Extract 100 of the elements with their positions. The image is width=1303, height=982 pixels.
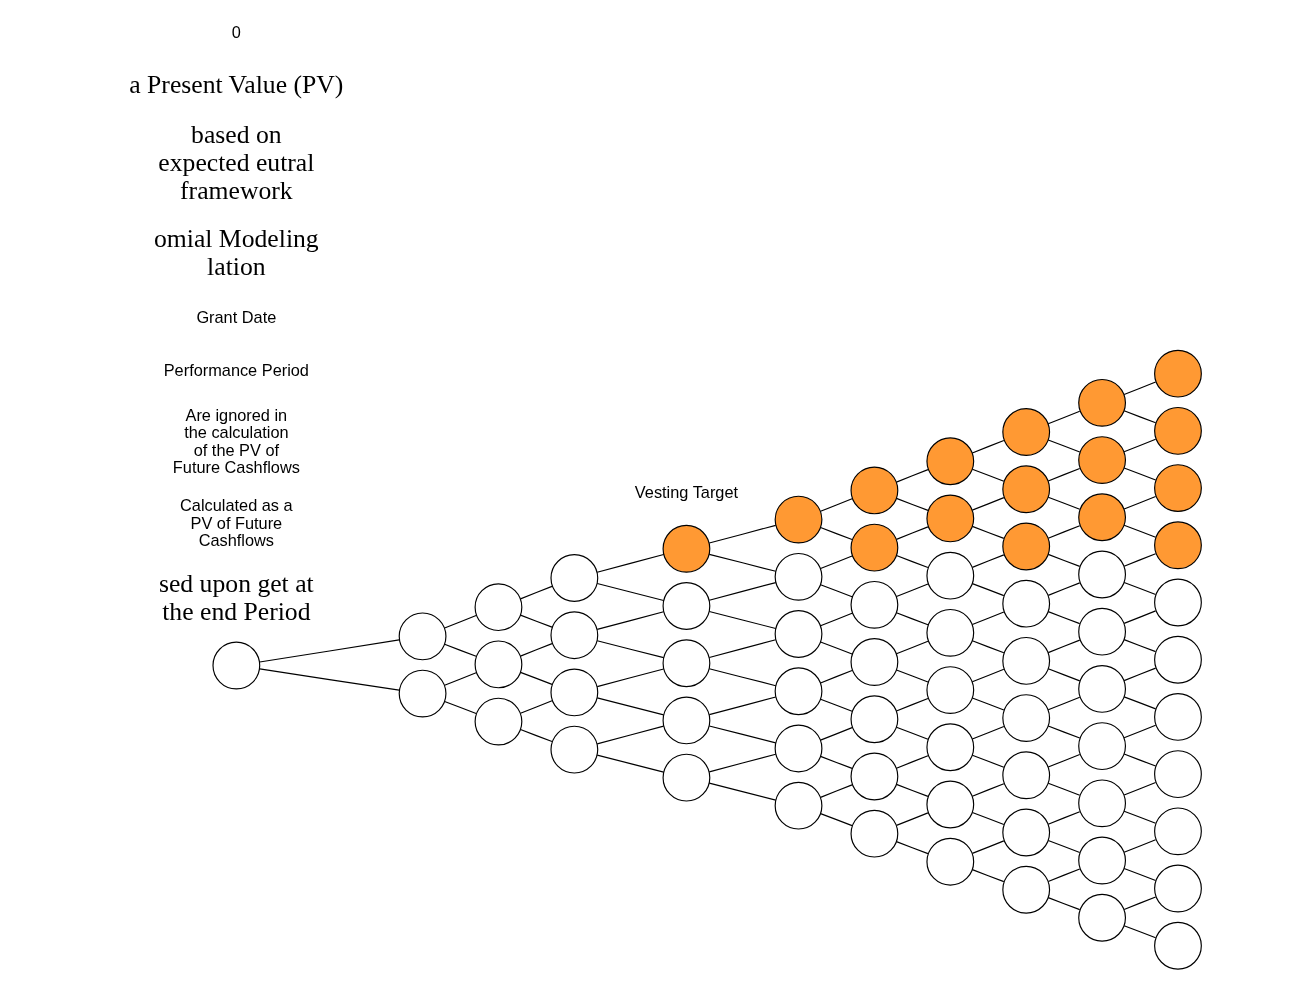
connector xyxy=(1047,868,1080,882)
node-circle xyxy=(850,695,898,744)
node-circle xyxy=(1001,408,1050,456)
label: Performance Period xyxy=(163,360,309,379)
connector xyxy=(519,614,553,628)
node-circle xyxy=(1001,465,1050,514)
connector xyxy=(971,439,1004,454)
connector xyxy=(596,697,664,716)
connector xyxy=(895,697,929,712)
connector xyxy=(1123,839,1156,853)
node-circle xyxy=(1153,693,1202,741)
connector xyxy=(708,782,776,801)
connector xyxy=(1123,753,1156,767)
connector xyxy=(1047,639,1080,654)
connector xyxy=(1123,581,1156,595)
connector xyxy=(1123,781,1156,796)
connector xyxy=(819,584,853,598)
connector xyxy=(1047,782,1080,796)
node-circle xyxy=(850,580,898,629)
connector xyxy=(519,671,553,685)
connector xyxy=(819,698,853,712)
node-circle xyxy=(774,667,822,716)
connector xyxy=(971,468,1004,482)
connector xyxy=(258,668,400,691)
label: Vesting Target xyxy=(634,483,738,502)
connector xyxy=(971,754,1004,768)
connector xyxy=(596,553,664,573)
connector xyxy=(708,639,776,659)
connector xyxy=(819,555,853,570)
node-circle xyxy=(774,724,822,773)
node-circle xyxy=(1077,722,1126,771)
node-circle xyxy=(1077,550,1126,599)
connector xyxy=(895,783,929,797)
node-circle xyxy=(1153,864,1202,913)
connector xyxy=(1123,925,1156,939)
connector xyxy=(596,668,664,688)
connector xyxy=(443,700,477,715)
connector xyxy=(819,813,853,827)
node-circle xyxy=(925,723,974,772)
connector xyxy=(895,469,929,483)
connector xyxy=(708,582,776,601)
connector xyxy=(596,640,664,659)
connector xyxy=(1123,696,1156,710)
connector xyxy=(708,696,776,716)
node-circle xyxy=(774,495,822,544)
connector xyxy=(819,526,853,541)
connector xyxy=(708,524,776,544)
node-circle xyxy=(474,697,522,746)
connector xyxy=(971,840,1004,854)
connector xyxy=(1123,639,1156,653)
node-circle xyxy=(1077,836,1126,885)
connector xyxy=(895,726,929,740)
connector xyxy=(1123,810,1156,824)
connector xyxy=(895,669,929,683)
connector xyxy=(819,755,853,769)
node-circle xyxy=(662,582,710,630)
node-circle xyxy=(925,780,974,829)
connector xyxy=(971,611,1004,626)
connector xyxy=(596,725,664,745)
node-circle xyxy=(1153,521,1202,570)
node-circle xyxy=(662,524,710,573)
node-circle xyxy=(474,640,522,689)
node-circle xyxy=(398,612,446,661)
connector xyxy=(971,811,1004,826)
connector xyxy=(895,640,929,655)
node-circle xyxy=(1001,865,1050,914)
connector xyxy=(596,754,664,773)
connector xyxy=(971,869,1004,883)
connector xyxy=(819,498,853,512)
node-circle xyxy=(1153,635,1202,684)
node-circle xyxy=(774,781,822,830)
node-circle xyxy=(1153,464,1202,512)
node-circle xyxy=(1077,493,1126,542)
node-circle xyxy=(1077,893,1126,942)
connector xyxy=(1047,753,1080,768)
connector xyxy=(971,668,1004,683)
node-circle xyxy=(925,837,974,886)
node-circle xyxy=(925,494,974,543)
connector xyxy=(895,812,929,826)
label: omial Modeling lation xyxy=(153,224,319,282)
node-circle xyxy=(549,554,598,602)
connector xyxy=(1123,553,1156,567)
connector xyxy=(708,553,776,572)
connector xyxy=(971,554,1004,568)
connector xyxy=(819,784,853,798)
node-circle xyxy=(850,752,898,801)
connector xyxy=(1123,495,1156,510)
connector xyxy=(1123,867,1156,882)
node-circle xyxy=(1153,406,1202,455)
node-circle xyxy=(1077,607,1126,656)
node-circle xyxy=(925,666,974,714)
connector xyxy=(1047,611,1080,625)
connector xyxy=(1047,839,1080,854)
node-circle xyxy=(211,641,260,690)
node-circle xyxy=(774,552,822,601)
connector xyxy=(895,612,929,626)
node-circle xyxy=(1153,807,1202,856)
node-circle xyxy=(1153,750,1202,799)
connector xyxy=(596,611,664,630)
node-circle xyxy=(1001,636,1050,685)
